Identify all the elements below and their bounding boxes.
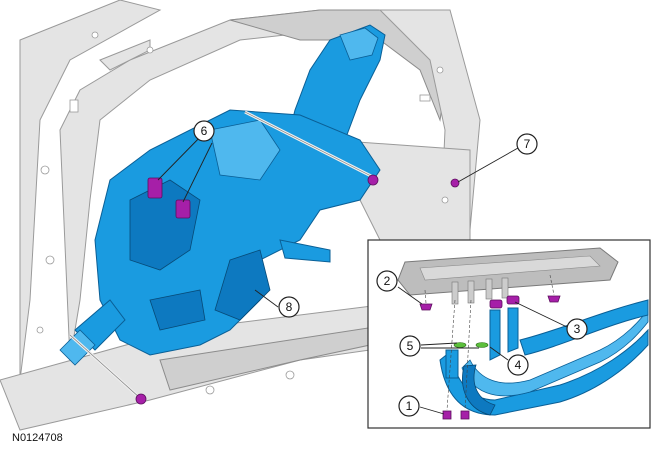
retainer-5b bbox=[475, 342, 489, 348]
callout-5: 5 bbox=[399, 335, 421, 357]
retainer-5a bbox=[453, 342, 467, 348]
bolt-1b bbox=[460, 410, 470, 420]
callout-1-label: 1 bbox=[406, 399, 413, 413]
connector-clip-6a bbox=[147, 177, 163, 199]
callout-6-label: 6 bbox=[201, 124, 208, 138]
callout-5-label: 5 bbox=[407, 339, 414, 353]
callout-1: 1 bbox=[398, 395, 420, 417]
callout-3-label: 3 bbox=[574, 322, 581, 336]
bolt-upper-right bbox=[367, 174, 379, 186]
callout-8-label: 8 bbox=[286, 300, 293, 314]
callout-7-label: 7 bbox=[524, 137, 531, 151]
callout-3: 3 bbox=[566, 318, 588, 340]
main-fasteners bbox=[135, 174, 460, 405]
detail-inset bbox=[367, 239, 651, 429]
callout-4: 4 bbox=[507, 354, 529, 376]
callout-2-label: 2 bbox=[384, 274, 391, 288]
callout-4-label: 4 bbox=[515, 358, 522, 372]
bolt-lower-left bbox=[135, 393, 147, 405]
callout-7: 7 bbox=[516, 133, 538, 155]
figure-id: N0124708 bbox=[12, 432, 63, 444]
bolt-2 bbox=[419, 303, 433, 311]
bolt-inset-right bbox=[547, 295, 561, 303]
bolt-7 bbox=[450, 178, 460, 188]
callout-2: 2 bbox=[376, 270, 398, 292]
leader-lines bbox=[157, 131, 568, 415]
connector-clip-6b bbox=[175, 199, 191, 219]
clip-3a bbox=[489, 299, 503, 309]
callout-8: 8 bbox=[278, 296, 300, 318]
callout-6: 6 bbox=[193, 120, 215, 142]
bolt-1a bbox=[442, 410, 452, 420]
